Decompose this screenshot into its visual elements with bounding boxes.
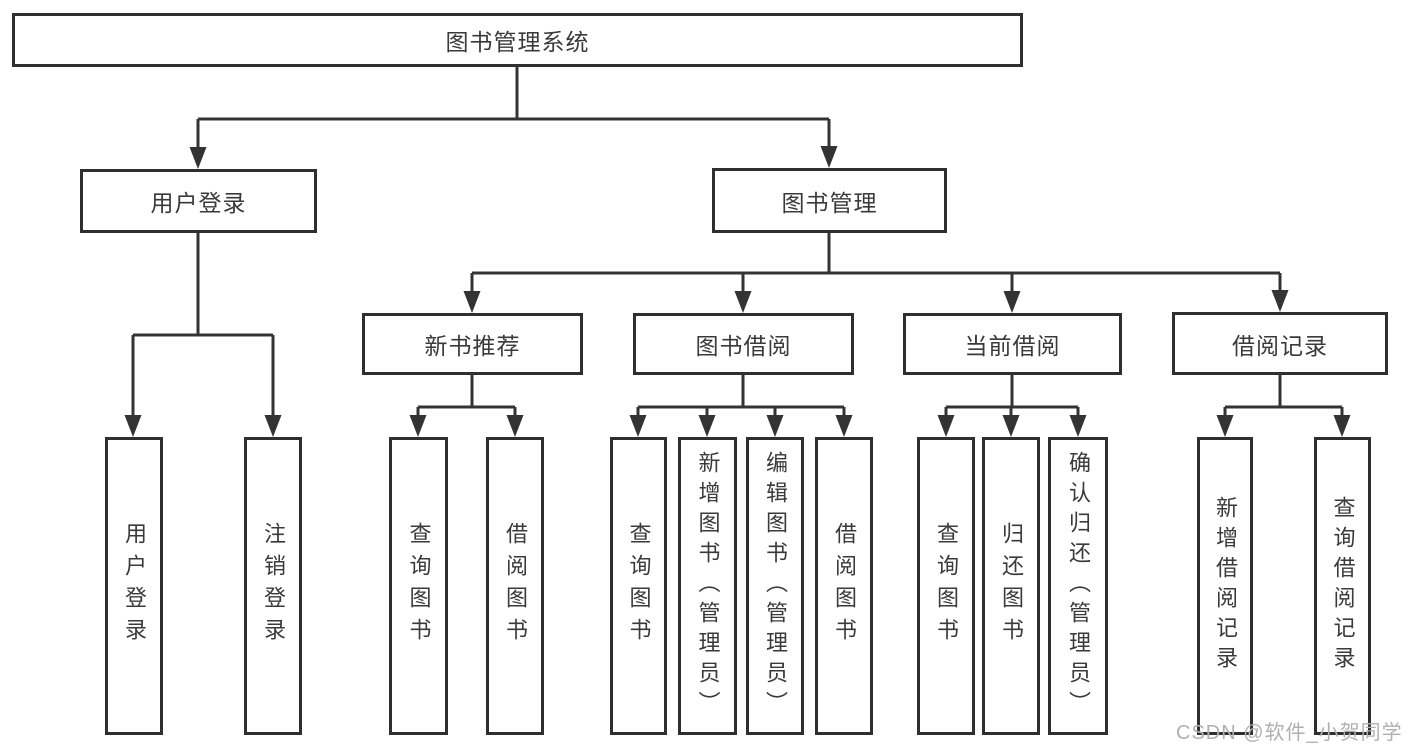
- node-root-system: 图书管理系统: [12, 13, 1023, 67]
- arrowhead: [937, 415, 955, 437]
- leaf-return-book: 归还图书: [982, 437, 1040, 735]
- connector-book-mgmt-to-level3: [470, 233, 1282, 293]
- arrowhead: [506, 415, 524, 437]
- leaf-confirm-return-admin: 确认归还（管理员）: [1048, 437, 1108, 735]
- node-book-borrow: 图书借阅: [633, 313, 854, 375]
- connector-user-login-to-leaves: [131, 233, 275, 417]
- csdn-watermark: CSDN @软件_小贺同学: [1176, 722, 1403, 744]
- arrowhead: [820, 146, 838, 168]
- node-new-book-recommend: 新书推荐: [362, 313, 583, 375]
- arrowhead: [1069, 415, 1087, 437]
- leaf-add-borrow-record: 新增借阅记录: [1197, 437, 1253, 735]
- leaf-borrow-borrow-book: 借阅图书: [815, 437, 873, 735]
- arrowhead: [629, 415, 647, 437]
- arrowhead: [835, 415, 853, 437]
- arrowhead: [1216, 415, 1234, 437]
- node-current-borrow: 当前借阅: [903, 313, 1122, 375]
- arrowhead: [1003, 291, 1021, 313]
- arrowhead: [463, 291, 481, 313]
- leaf-add-book-admin: 新增图书（管理员）: [678, 437, 737, 735]
- arrowhead: [264, 415, 282, 437]
- connector-new-book-rec-to-leaves: [416, 375, 517, 417]
- arrowhead: [189, 147, 207, 169]
- arrowhead: [698, 415, 716, 437]
- arrowhead: [1002, 415, 1020, 437]
- connector-book-borrow-to-leaves: [636, 375, 846, 417]
- connector-root-to-level2: [196, 67, 831, 149]
- leaf-query-borrow-record: 查询借阅记录: [1314, 437, 1371, 735]
- connector-borrow-records-to-leaves: [1223, 375, 1344, 417]
- leaf-current-query-book: 查询图书: [917, 437, 975, 735]
- leaf-recommend-query-book: 查询图书: [389, 437, 448, 735]
- arrowhead: [1333, 415, 1351, 437]
- node-user-login: 用户登录: [80, 169, 317, 233]
- node-borrow-records: 借阅记录: [1172, 312, 1388, 375]
- arrowhead: [1271, 290, 1289, 312]
- node-book-management: 图书管理: [712, 168, 947, 233]
- leaf-borrow-query-book: 查询图书: [610, 437, 667, 735]
- arrowhead: [124, 415, 142, 437]
- arrowhead: [409, 415, 427, 437]
- arrowhead: [766, 415, 784, 437]
- leaf-edit-book-admin: 编辑图书（管理员）: [746, 437, 804, 735]
- arrowhead: [734, 291, 752, 313]
- leaf-logout: 注销登录: [244, 437, 302, 735]
- leaf-recommend-borrow-book: 借阅图书: [486, 437, 544, 735]
- leaf-user-login: 用户登录: [105, 437, 163, 735]
- connector-current-borrow-to-leaves: [944, 375, 1080, 417]
